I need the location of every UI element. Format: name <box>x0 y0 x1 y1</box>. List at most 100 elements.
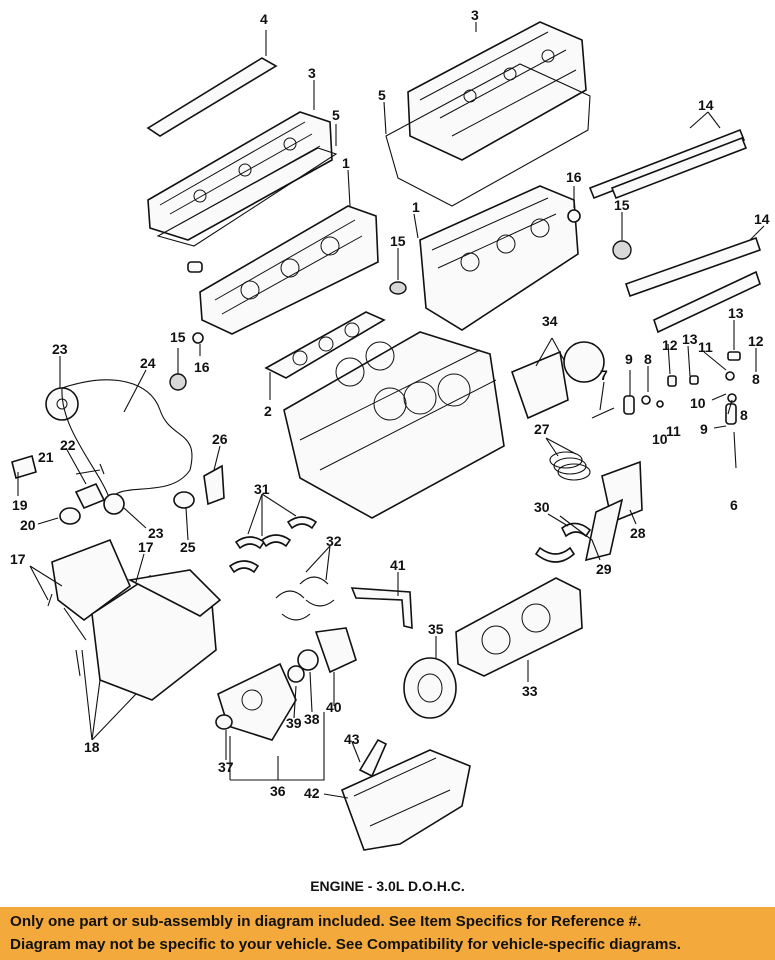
part-33-crankshaft <box>455 577 583 677</box>
part-7-valve <box>591 407 615 419</box>
callout-14-upper: 14 <box>698 97 714 113</box>
callout-21: 21 <box>38 449 54 465</box>
part-16-plug-left <box>192 332 204 344</box>
engine-exploded-diagram: 1 1 2 3 3 4 5 5 6 7 8 8 8 9 9 10 10 11 1… <box>10 7 770 851</box>
part-28-piston-rod <box>584 460 643 562</box>
callout-35: 35 <box>428 621 444 637</box>
callout-10-b: 10 <box>690 395 706 411</box>
part-25-idler <box>173 491 195 509</box>
part-15-seal-right-head <box>389 281 407 295</box>
part-1-cylinder-head-right <box>419 185 579 331</box>
callout-2: 2 <box>264 403 272 419</box>
callout-31: 31 <box>254 481 270 497</box>
callout-8-c: 8 <box>740 407 748 423</box>
callout-15-cam: 15 <box>614 197 630 213</box>
part-31-main-bearings <box>228 516 318 574</box>
part-30-29-rod-bearings <box>534 522 592 563</box>
callout-24: 24 <box>140 355 156 371</box>
callout-labels: 1 1 2 3 3 4 5 5 6 7 8 8 8 9 9 10 10 11 1… <box>10 7 770 801</box>
part-41-bracket <box>350 587 413 630</box>
callout-40: 40 <box>326 699 342 715</box>
callout-33: 33 <box>522 683 538 699</box>
part-1-cylinder-head-left <box>187 205 379 335</box>
callout-22: 22 <box>60 437 76 453</box>
part-17-timing-covers <box>51 538 222 701</box>
valve-spring-parts <box>623 351 741 469</box>
callout-27: 27 <box>534 421 550 437</box>
callout-1-left: 1 <box>342 155 350 171</box>
part-32-thrust-bearings <box>275 576 335 621</box>
part-4-gasket <box>146 57 278 137</box>
part-36-oil-pump <box>217 662 297 741</box>
callout-16-right: 16 <box>566 169 582 185</box>
part-2-head-gasket <box>264 311 386 379</box>
callout-9-a: 9 <box>625 351 633 367</box>
callout-38: 38 <box>304 711 320 727</box>
callout-13-b: 13 <box>728 305 744 321</box>
callout-12-a: 12 <box>662 337 678 353</box>
callout-42: 42 <box>304 785 320 801</box>
part-5-cover-gasket-right <box>385 63 591 207</box>
callout-4: 4 <box>260 11 268 27</box>
part-20-idler <box>59 507 81 525</box>
callout-20: 20 <box>20 517 36 533</box>
part-42-oil-pan <box>340 749 471 851</box>
callout-5-left: 5 <box>332 107 340 123</box>
callout-23-lower: 23 <box>148 525 164 541</box>
callout-25: 25 <box>180 539 196 555</box>
part-3-valve-cover-right <box>407 21 587 161</box>
callout-3-right: 3 <box>471 7 479 23</box>
callout-5-right: 5 <box>378 87 386 103</box>
part-14-camshafts-lower <box>624 236 762 334</box>
part-16-plug-right <box>567 209 581 223</box>
callout-19: 19 <box>12 497 28 513</box>
callout-18: 18 <box>84 739 100 755</box>
callout-30: 30 <box>534 499 550 515</box>
part-22-21-tensioner <box>74 463 106 510</box>
callout-43: 43 <box>344 731 360 747</box>
callout-23-upper: 23 <box>52 341 68 357</box>
callout-29: 29 <box>596 561 612 577</box>
callout-36: 36 <box>270 783 286 799</box>
part-19-sensor <box>11 454 37 480</box>
callout-6: 6 <box>730 497 738 513</box>
notice-line-2: Diagram may not be specific to your vehi… <box>10 936 681 953</box>
callout-11-a: 11 <box>666 423 681 439</box>
part-18-bolts <box>47 593 87 677</box>
part-15-camshaft-seal <box>612 240 632 260</box>
callout-15-left: 15 <box>170 329 186 345</box>
callout-3-left: 3 <box>308 65 316 81</box>
notice-line-1: Only one part or sub-assembly in diagram… <box>10 913 642 930</box>
callout-17-right: 17 <box>138 539 154 555</box>
part-3-valve-cover-left <box>147 111 333 241</box>
callout-8-b: 8 <box>752 371 760 387</box>
callout-32: 32 <box>326 533 342 549</box>
part-5-cover-gasket-left <box>156 147 338 247</box>
callout-39: 39 <box>286 715 302 731</box>
part-24-timing-belt <box>61 379 193 502</box>
part-15-seal-left <box>169 373 187 391</box>
callout-14-lower: 14 <box>754 211 770 227</box>
callout-16-left: 16 <box>194 359 210 375</box>
callout-10-a: 10 <box>652 431 668 447</box>
diagram-caption: ENGINE - 3.0L D.O.H.C. <box>310 878 465 894</box>
callout-11-b: 11 <box>698 339 713 355</box>
part-37-seal <box>215 714 233 730</box>
part-14-camshafts-upper <box>588 128 748 200</box>
callout-28: 28 <box>630 525 646 541</box>
callout-37: 37 <box>218 759 234 775</box>
part-35-damper-pulley <box>403 657 457 719</box>
callout-34: 34 <box>542 313 558 329</box>
part-40-cover <box>314 627 357 674</box>
part-23-crank-pulley <box>103 493 125 515</box>
callout-12-b: 12 <box>748 333 764 349</box>
callout-26: 26 <box>212 431 228 447</box>
callout-7: 7 <box>600 367 608 383</box>
notice-banner: Only one part or sub-assembly in diagram… <box>0 907 775 960</box>
engine-block <box>283 331 505 519</box>
part-39-gear <box>287 665 305 683</box>
part-26-bracket <box>203 464 225 506</box>
callout-1-right: 1 <box>412 199 420 215</box>
leader-lines <box>17 22 765 799</box>
callout-15-head: 15 <box>390 233 406 249</box>
